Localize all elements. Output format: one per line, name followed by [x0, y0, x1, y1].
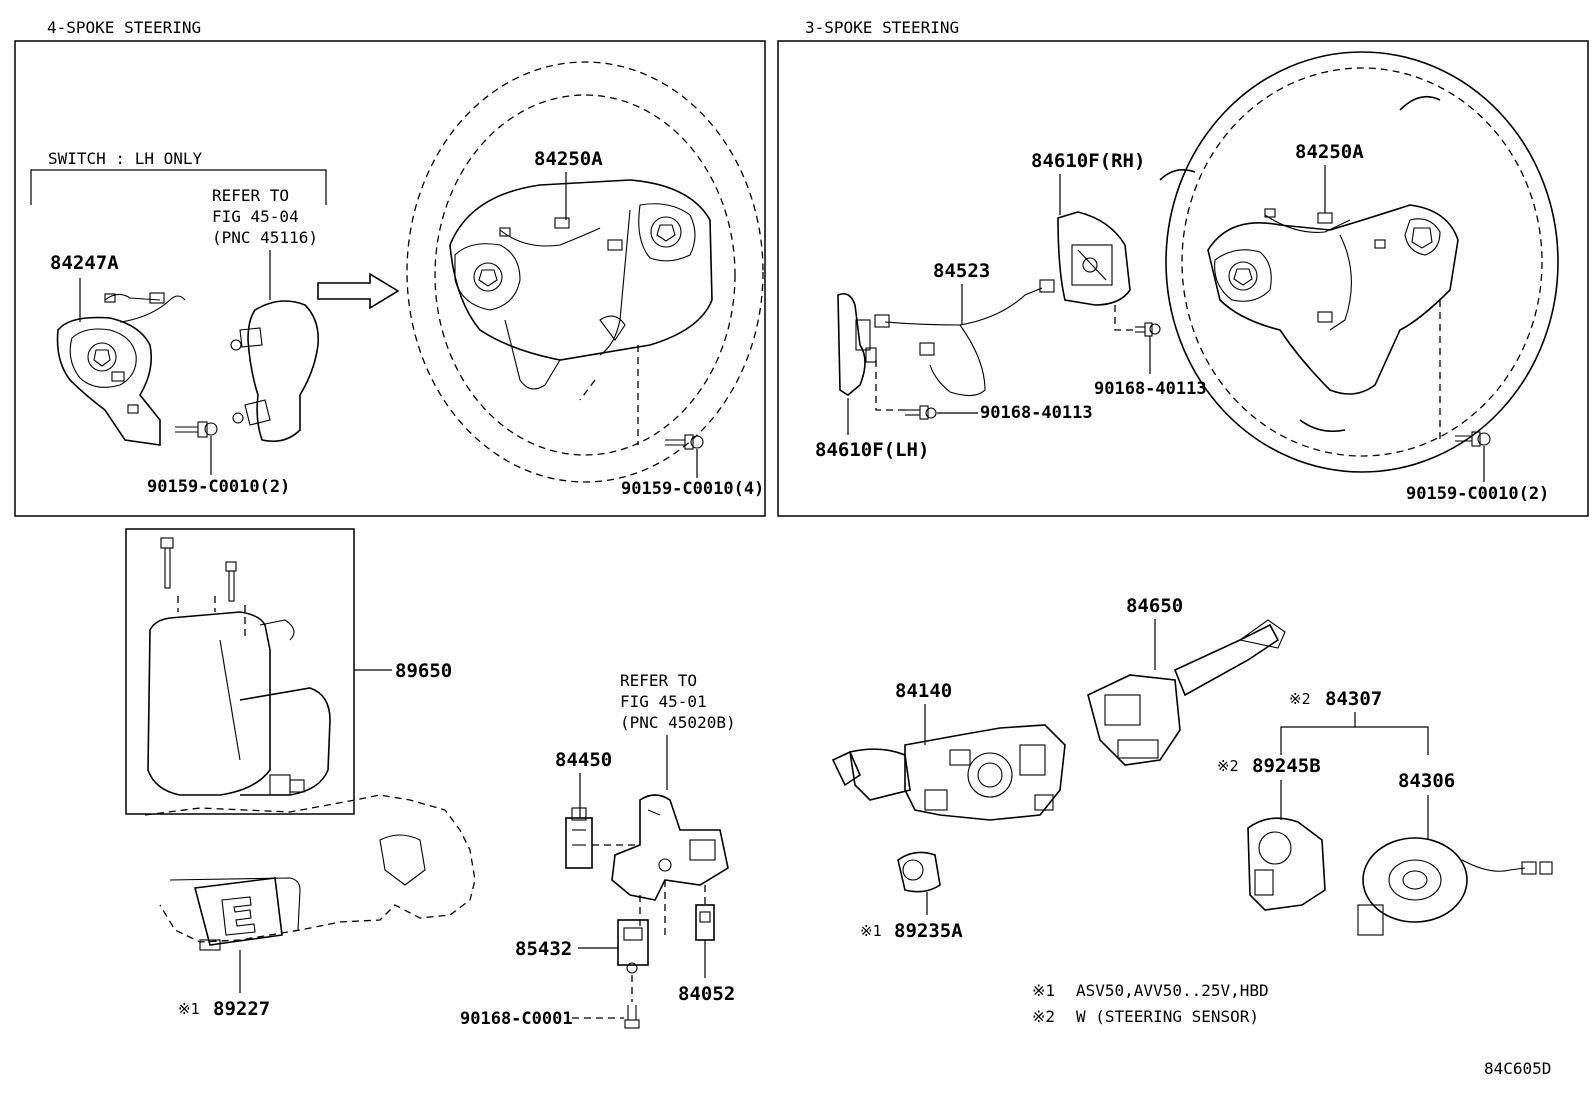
bolt-90159-3-drawing — [1455, 431, 1491, 447]
three-spoke-steering-wheel-drawing — [1159, 51, 1559, 473]
part-84610F-LH-label: 84610F(LH) — [815, 439, 929, 461]
four-spoke-steering-wheel-drawing — [406, 61, 764, 483]
part-89235A-label: 89235A — [894, 920, 963, 942]
part-84307-bracket — [1280, 712, 1429, 755]
part-84247A-label: 84247A — [50, 252, 119, 274]
bolt-90168-a-drawing — [905, 405, 937, 420]
steering-sensor-89245B-drawing — [1247, 817, 1326, 911]
part-90159-C0010-3spoke-label: 90159-C0010(2) — [1406, 484, 1549, 504]
ecu-89650-detail-frame — [125, 528, 355, 815]
part-89650-label: 89650 — [395, 660, 452, 682]
bolt-90168-a-dash — [875, 360, 905, 411]
part-84650-label: 84650 — [1126, 595, 1183, 617]
part-84250A-4spoke-label: 84250A — [534, 148, 603, 170]
legend-note1-text: ASV50,AVV50..25V,HBD — [1076, 981, 1269, 1000]
refer-45-01-line2: FIG 45-01 — [620, 692, 707, 711]
part-84306-label: 84306 — [1398, 770, 1455, 792]
part-84140-label: 84140 — [895, 680, 952, 702]
steering-cover-drawing — [230, 300, 320, 443]
screw-90168-C0001-drawing — [624, 1005, 640, 1029]
part-84450-label: 84450 — [555, 749, 612, 771]
refer-45-04-line3: (PNC 45116) — [212, 228, 318, 247]
harness-84523-drawing — [874, 279, 1055, 397]
part-84052-label: 84052 — [678, 983, 735, 1005]
part-90159-C0010-2-label: 90159-C0010(2) — [147, 477, 290, 497]
switch-84610F-LH-drawing — [837, 292, 877, 396]
switch-group-bracket — [30, 169, 327, 205]
wiper-switch-84650-drawing — [1087, 619, 1286, 766]
refer-45-01-line3: (PNC 45020B) — [620, 713, 736, 732]
ignition-bracket-dash — [639, 880, 706, 935]
legend-note2-mark: ※2 — [1032, 1007, 1055, 1026]
connector-84052-drawing — [695, 904, 715, 941]
bolt-90168-b-drawing — [1135, 322, 1161, 337]
switch-lh-only-note: SWITCH : LH ONLY — [48, 149, 202, 168]
part-90159-C0010-4-label: 90159-C0010(4) — [621, 479, 764, 499]
illustration-code: 84C605D — [1484, 1059, 1551, 1078]
mark-2-84307: ※2 — [1289, 690, 1311, 708]
part-84307-label: 84307 — [1325, 688, 1382, 710]
four-spoke-panel-frame — [14, 40, 766, 517]
switch-89235A-drawing — [897, 851, 941, 893]
mark-1-89227: ※1 — [178, 1000, 200, 1018]
three-spoke-panel-title: 3-SPOKE STEERING — [805, 18, 959, 37]
part-90168-40113-b-label: 90168-40113 — [1094, 379, 1207, 399]
bolt-90168-b-dash — [1114, 305, 1135, 331]
switch-84247A-drawing — [56, 292, 186, 446]
mark-1-89235A: ※1 — [860, 922, 882, 940]
bolt-90159-lh-drawing — [175, 421, 218, 438]
switch-84450-drawing — [565, 807, 593, 869]
bolt-90159-4-drawing — [665, 434, 704, 450]
switch-85432-drawing — [617, 919, 649, 974]
ecu-89650-drawing — [147, 537, 331, 796]
part-84610F-RH-label: 84610F(RH) — [1031, 150, 1145, 172]
yaw-sensor-89227-drawing — [193, 877, 283, 951]
part-90168-40113-a-label: 90168-40113 — [980, 403, 1093, 423]
part-89227-label: 89227 — [213, 998, 270, 1020]
ignition-bracket-drawing — [611, 794, 729, 901]
part-84250A-3spoke-label: 84250A — [1295, 141, 1364, 163]
switch-84610F-RH-drawing — [1057, 211, 1131, 306]
part-84523-label: 84523 — [933, 260, 990, 282]
mark-2-89245B: ※2 — [1217, 757, 1239, 775]
refer-45-01-line1: REFER TO — [620, 671, 697, 690]
spiral-cable-84306-drawing — [1357, 837, 1553, 936]
four-spoke-panel-title: 4-SPOKE STEERING — [47, 18, 201, 37]
part-85432-label: 85432 — [515, 938, 572, 960]
combination-switch-84140-drawing — [831, 724, 1066, 821]
part-89245B-label: 89245B — [1252, 755, 1321, 777]
part-90168-C0001-label: 90168-C0001 — [460, 1009, 573, 1029]
refer-45-04-line1: REFER TO — [212, 186, 289, 205]
three-spoke-panel-frame — [777, 40, 1589, 517]
dashboard-reinforcement-drawing — [144, 794, 476, 943]
refer-45-04-line2: FIG 45-04 — [212, 207, 299, 226]
legend-note1-mark: ※1 — [1032, 981, 1055, 1000]
assembly-arrow — [317, 272, 400, 310]
legend-note2-text: W (STEERING SENSOR) — [1076, 1007, 1259, 1026]
